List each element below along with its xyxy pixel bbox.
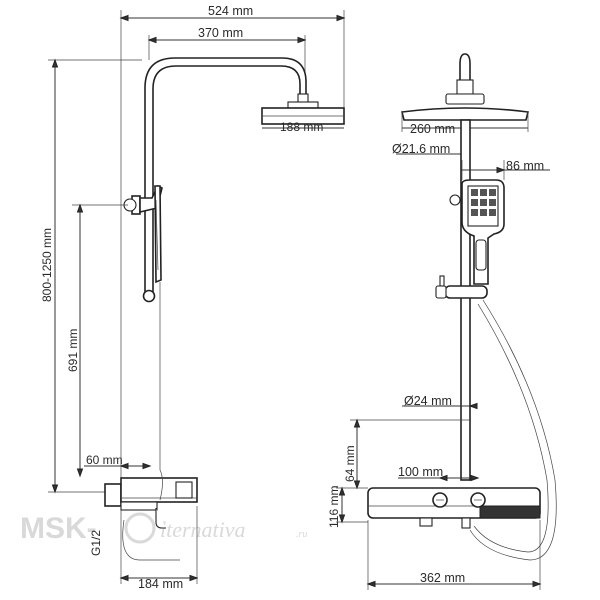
hand-shower-line [155,199,159,271]
dim-label-116: 116 mm [327,486,341,528]
arrow-icon [338,514,346,524]
dim-label-184: 184 mm [138,577,183,591]
arrow-icon [336,14,346,22]
dim-label-188: 188 mm [280,120,323,134]
arrow-icon [147,36,157,44]
mixer-shelf-glass [479,505,541,519]
arrow-icon [189,574,199,582]
hand-shower-grip [475,239,487,271]
hose-link [159,469,163,501]
arrow-icon [119,574,129,582]
holder-pin [439,275,445,287]
dim-label-800-1250: 800-1250 mm [40,228,54,302]
slide-bar-stop [142,289,156,303]
dim-label-86: 86 mm [506,159,544,173]
hand-shower-button [449,194,461,206]
arrow-icon [496,166,506,174]
hose-outlet [461,517,471,529]
watermark-logo-icon [124,512,156,544]
arrow-icon [438,474,448,482]
watermark-brand-tail: lternativa [160,517,246,542]
shower-head-front [401,107,529,121]
arrow-icon [338,486,346,496]
front-view: 260 mm Ø21.6 mm 86 mm [327,53,557,590]
dim-label-362: 362 mm [420,571,465,585]
hose-loop [122,519,180,561]
arrow-icon [468,402,478,410]
spout-side [155,508,166,529]
dim-label-pipe-top: Ø21.6 mm [392,142,450,156]
side-view: 524 mm 370 mm 188 mm 691 mm [40,4,346,591]
arrow-icon [76,203,84,213]
dim-label-370: 370 mm [198,26,243,40]
dim-label-60: 60 mm [86,453,123,467]
watermark-suffix: .ru [296,529,307,540]
arrow-icon [353,480,361,490]
arrow-icon [119,14,129,22]
watermark-brand: MSK- [20,512,97,545]
dim-label-thread: G1/2 [89,530,103,556]
head-swivel [287,101,319,109]
arrow-icon [353,418,361,428]
slide-holder-front [444,285,488,299]
head-neck [456,79,474,95]
dim-label-524: 524 mm [208,4,253,18]
holder-knob-front [435,285,447,299]
dim-label-64: 64 mm [343,445,357,482]
dim-label-100: 100 mm [398,465,443,479]
spray-nozzles-icon [471,189,496,216]
shower-arm [144,57,307,300]
hose-inner [473,303,549,553]
arrow-icon [51,58,59,68]
mixer-spout-front [419,517,433,527]
arrow-icon [51,484,59,494]
arrow-icon [532,580,542,588]
mixer-handle-side [175,481,193,499]
dim-label-pipe-bottom: Ø24 mm [404,394,452,408]
arrow-icon [366,580,376,588]
dim-label-260: 260 mm [410,122,455,136]
arrow-icon [470,474,480,482]
watermark: MSK- lternativa .ru [20,512,307,545]
wall-flange [104,483,122,507]
dim-label-691: 691 mm [66,329,80,372]
arrow-icon [119,462,129,470]
hose-outer [469,299,557,561]
riser-pipe [460,119,471,481]
arrow-icon [76,468,84,478]
head-connector-front [445,93,485,105]
top-stem [459,53,471,80]
arrow-icon [297,36,307,44]
mixer-bottom [120,501,158,511]
arrow-icon [142,462,152,470]
